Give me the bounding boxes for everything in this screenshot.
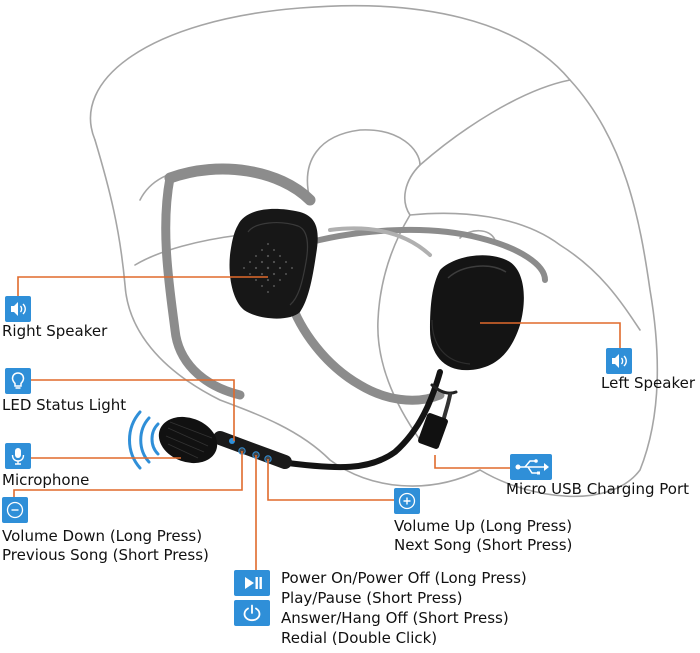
minus-icon [6, 501, 24, 519]
micro-usb-port-label: Micro USB Charging Port [506, 480, 689, 498]
volume-up-line-1: Volume Up (Long Press) [394, 517, 573, 535]
play-pause-icon-box [234, 570, 270, 596]
volume-down-line-1: Volume Down (Long Press) [2, 527, 203, 545]
volume-up-line-2: Next Song (Short Press) [394, 536, 573, 554]
lightbulb-icon [11, 372, 25, 389]
right-speaker-device [229, 208, 318, 319]
helmet-outline [89, 4, 659, 498]
led-icon-box [5, 368, 31, 394]
led-status-light-label: LED Status Light [2, 396, 127, 414]
usb-icon-box [510, 454, 552, 480]
power-line-4: Redial (Double Click) [281, 629, 438, 647]
speaker-icon [11, 302, 26, 316]
usb-module [418, 413, 448, 449]
right-speaker-icon-box [5, 296, 31, 322]
speaker-icon [612, 354, 627, 368]
microphone-boom [158, 416, 292, 469]
power-line-3: Answer/Hang Off (Short Press) [281, 609, 509, 627]
microphone-icon [11, 448, 25, 465]
left-speaker-device [430, 255, 524, 371]
volume-down-icon-box [2, 497, 28, 523]
power-icon-box [234, 600, 270, 626]
right-speaker-label: Right Speaker [2, 322, 108, 340]
plus-icon [398, 492, 416, 510]
microphone-icon-box [5, 443, 31, 469]
volume-up-icon-box [394, 488, 420, 514]
headset-cable [277, 226, 458, 471]
microphone-label: Microphone [2, 471, 90, 489]
usb-icon [515, 459, 549, 475]
power-icon [243, 604, 261, 622]
volume-down-line-2: Previous Song (Short Press) [2, 546, 209, 564]
play-pause-icon [245, 577, 262, 589]
power-line-2: Play/Pause (Short Press) [281, 589, 463, 607]
sound-waves [128, 410, 160, 470]
left-speaker-label: Left Speaker [601, 374, 695, 392]
left-speaker-icon-box [606, 348, 632, 374]
power-line-1: Power On/Power Off (Long Press) [281, 569, 527, 587]
